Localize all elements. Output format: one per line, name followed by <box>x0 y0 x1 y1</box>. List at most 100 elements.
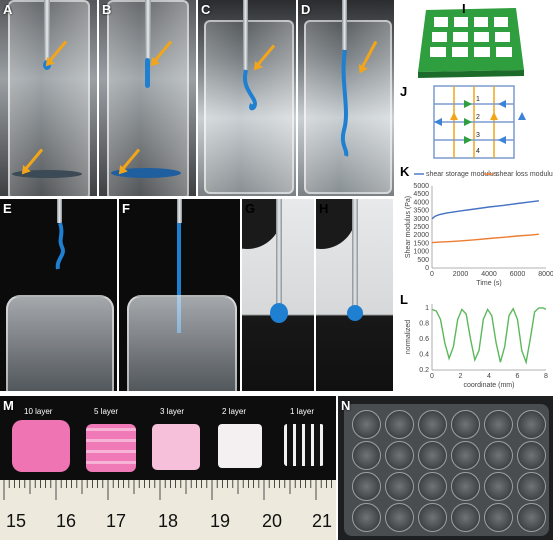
panel-m: M <box>0 396 336 540</box>
x-tick-label: 6000 <box>510 271 526 278</box>
panel-d: D <box>298 0 394 196</box>
ruler-number: 20 <box>262 511 283 531</box>
well <box>352 503 381 532</box>
jar <box>6 295 114 391</box>
panel-label: N <box>341 398 351 413</box>
vial <box>304 20 392 194</box>
ruler-number: 19 <box>210 511 231 531</box>
scaffold-label: 3 layer <box>160 407 185 416</box>
x-tick-label: 8000 <box>538 271 553 278</box>
well <box>418 503 447 532</box>
well <box>484 441 513 470</box>
path-number: 1 <box>476 96 480 103</box>
panel-label: J <box>400 84 408 99</box>
well <box>451 410 480 439</box>
x-tick-label: 4 <box>487 373 491 380</box>
well-grid <box>338 396 553 540</box>
needle <box>276 199 282 309</box>
ruler-number: 15 <box>6 511 27 531</box>
well <box>517 410 546 439</box>
scaffold-10-layer <box>12 420 70 472</box>
well <box>385 441 414 470</box>
jar <box>127 295 237 391</box>
scaffold-2-layer <box>218 424 262 468</box>
series-line <box>431 233 539 244</box>
panel-b: B <box>99 0 196 196</box>
panel-label: F <box>122 201 130 216</box>
well <box>352 441 381 470</box>
y-tick-label: 0.8 <box>419 320 429 327</box>
legend-entry: shear storage modulus <box>426 171 498 178</box>
y-tick-label: 0 <box>425 265 429 272</box>
y-tick-label: 0.6 <box>419 336 429 343</box>
well <box>418 472 447 501</box>
ink-pool <box>111 168 181 178</box>
y-tick-label: 0.4 <box>419 351 429 358</box>
x-tick-label: 2 <box>459 373 463 380</box>
ink-pool <box>12 170 82 178</box>
needle <box>243 0 248 70</box>
panel-label: H <box>319 201 329 216</box>
x-axis-label: Time (s) <box>476 280 501 287</box>
y-tick-label: 0.2 <box>419 367 429 374</box>
panel-label: L <box>400 292 408 307</box>
well <box>484 472 513 501</box>
panel-a: A <box>0 0 97 196</box>
needle <box>352 199 358 309</box>
x-tick-label: 0 <box>430 373 434 380</box>
ruler-number: 16 <box>56 511 77 531</box>
ink-filament <box>177 223 181 333</box>
ink-droplet <box>270 303 288 323</box>
well <box>484 503 513 532</box>
needle <box>177 199 182 223</box>
well <box>517 441 546 470</box>
y-axis-label: Shear modulus (Pa) <box>405 196 412 258</box>
well <box>418 410 447 439</box>
needle <box>145 0 151 60</box>
panel-label: I <box>462 1 466 16</box>
panel-e: E <box>0 199 117 391</box>
well <box>385 472 414 501</box>
x-tick-label: 4000 <box>481 271 497 278</box>
ruler-number: 21 <box>312 511 333 531</box>
vial <box>204 20 294 194</box>
y-tick-label: 4500 <box>413 191 429 198</box>
y-tick-label: 2000 <box>413 232 429 239</box>
panel-n: N <box>338 396 553 540</box>
y-tick-label: 1 <box>425 305 429 312</box>
scaffold-1-layer <box>284 424 324 466</box>
needle <box>342 0 347 50</box>
well <box>517 472 546 501</box>
panel-label: D <box>301 2 311 17</box>
ink-strand <box>145 58 150 88</box>
well <box>451 441 480 470</box>
scaffold-label: 2 layer <box>222 407 247 416</box>
panel-label: B <box>102 2 112 17</box>
ink-filament <box>55 222 65 270</box>
y-axis-label: normalized <box>405 320 412 354</box>
ink-droplet <box>347 305 363 321</box>
scaffold-render <box>418 8 524 78</box>
needle <box>57 199 62 223</box>
well <box>418 441 447 470</box>
y-tick-label: 1500 <box>413 240 429 247</box>
y-tick-label: 1000 <box>413 249 429 256</box>
path-number: 4 <box>476 148 480 155</box>
panel-label: G <box>245 201 256 216</box>
well <box>451 503 480 532</box>
ink-filament <box>243 69 257 111</box>
well <box>352 472 381 501</box>
scaffold-label: 1 layer <box>290 407 315 416</box>
x-tick-label: 2000 <box>453 271 469 278</box>
needle <box>44 0 50 68</box>
well <box>484 410 513 439</box>
panel-j: 1 2 3 4 J <box>396 80 553 164</box>
well <box>385 410 414 439</box>
scaffold-label: 10 layer <box>24 407 53 416</box>
y-tick-label: 3000 <box>413 216 429 223</box>
well <box>352 410 381 439</box>
ruler-number: 17 <box>106 511 127 531</box>
